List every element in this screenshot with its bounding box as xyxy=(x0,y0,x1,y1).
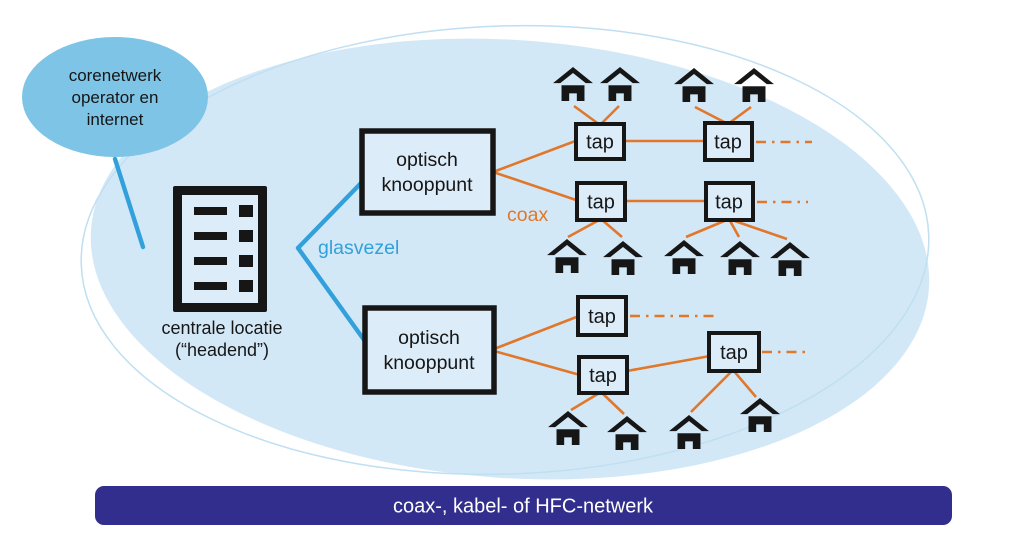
core-network-ellipse xyxy=(22,37,208,157)
coax-lines xyxy=(492,104,812,415)
tap-node xyxy=(703,121,754,162)
coax-line xyxy=(626,354,711,373)
title-banner-label: coax-, kabel- of HFC-netwerk xyxy=(393,496,654,518)
fiber-line-lower xyxy=(295,245,370,347)
tap-node xyxy=(574,122,626,161)
tap-label: tap xyxy=(588,306,616,328)
tap-label: tap xyxy=(589,365,617,387)
headend-caption-line1: centrale locatie xyxy=(161,318,282,338)
coax-drop-line xyxy=(573,104,601,127)
optical-node-lower-label-line1: optisch xyxy=(398,327,460,349)
core-network-label-line2: operator en xyxy=(72,88,159,107)
headend-icon xyxy=(173,186,267,312)
coax-drop-line xyxy=(600,391,625,415)
tap-nodes: tap tap tap tap tap tap tap xyxy=(574,121,761,395)
tap-label: tap xyxy=(714,132,742,154)
tap-node xyxy=(575,181,627,222)
core-network-label-line3: internet xyxy=(87,110,144,129)
tap-node xyxy=(704,181,755,222)
coax-line xyxy=(493,314,580,351)
fiber-lines xyxy=(112,156,370,347)
core-to-headend-line xyxy=(112,156,146,250)
coax-drop-line xyxy=(732,369,757,398)
tap-node xyxy=(707,331,761,373)
coax-line xyxy=(492,170,580,203)
optical-node-upper-label-line2: knooppunt xyxy=(381,174,473,196)
coax-label: coax xyxy=(507,204,548,226)
tap-label: tap xyxy=(587,192,615,214)
tap-node xyxy=(576,295,628,337)
coax-line xyxy=(493,349,581,377)
tap-label: tap xyxy=(720,342,748,364)
title-banner xyxy=(95,486,952,525)
optical-node-lower xyxy=(362,305,497,395)
fiber-line-upper xyxy=(295,178,366,251)
optical-node-upper-label-line1: optisch xyxy=(396,149,458,171)
coax-drop-line xyxy=(690,369,734,413)
tap-label: tap xyxy=(715,192,743,214)
coax-drop-line xyxy=(728,217,788,241)
tap-label: tap xyxy=(586,132,614,154)
optical-node-lower-label-line2: knooppunt xyxy=(383,352,475,374)
decorative-arc xyxy=(80,24,930,476)
coax-drop-line xyxy=(599,105,620,126)
optical-node-upper xyxy=(359,128,496,216)
coax-line xyxy=(492,138,579,174)
fiber-label: glasvezel xyxy=(318,237,399,259)
core-network-label-line1: corenetwerk xyxy=(69,66,162,85)
tap-node xyxy=(577,355,629,395)
headend-caption-line2: (“headend”) xyxy=(175,340,269,360)
